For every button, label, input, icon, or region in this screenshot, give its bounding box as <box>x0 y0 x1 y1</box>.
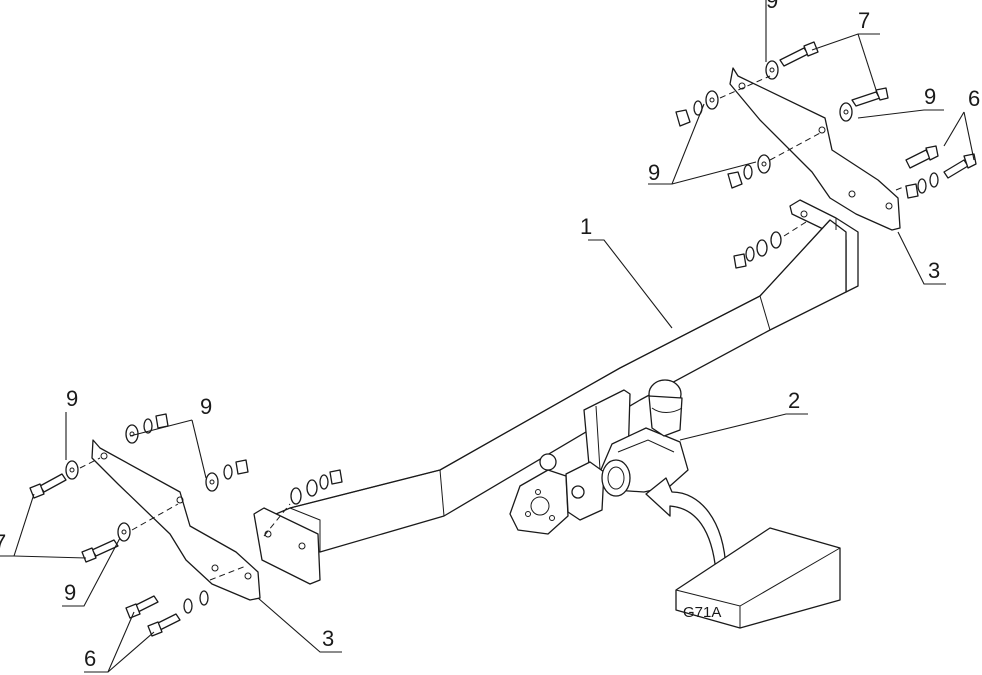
callout-washer-left-a: 9 <box>66 386 78 411</box>
callout-bolt-small-right: 6 <box>968 86 980 111</box>
callout-bolt-long-left: 7 <box>0 530 6 555</box>
assembly-arrow <box>645 477 727 573</box>
callout-washer-top: 9 <box>766 0 778 13</box>
callout-washer-left-c: 9 <box>64 580 76 605</box>
callout-bolt-small-left: 6 <box>84 646 96 671</box>
fasteners-right <box>675 41 977 269</box>
callout-ball: 2 <box>788 388 800 413</box>
label-box: G71A <box>675 527 841 629</box>
label-box-text: G71A <box>683 604 721 621</box>
cross-bar <box>253 199 859 585</box>
callout-bracket-left: 3 <box>322 626 334 651</box>
callout-washer-left-b: 9 <box>200 394 212 419</box>
left-bracket <box>91 439 261 601</box>
callout-bracket-right: 3 <box>928 258 940 283</box>
callout-bolt-long-right: 7 <box>858 8 870 33</box>
callout-washer-right: 9 <box>924 84 936 109</box>
tow-ball-assembly <box>509 379 689 535</box>
callout-bar: 1 <box>580 214 592 239</box>
callout-washer-mid-right: 9 <box>648 160 660 185</box>
right-bracket <box>729 67 901 231</box>
